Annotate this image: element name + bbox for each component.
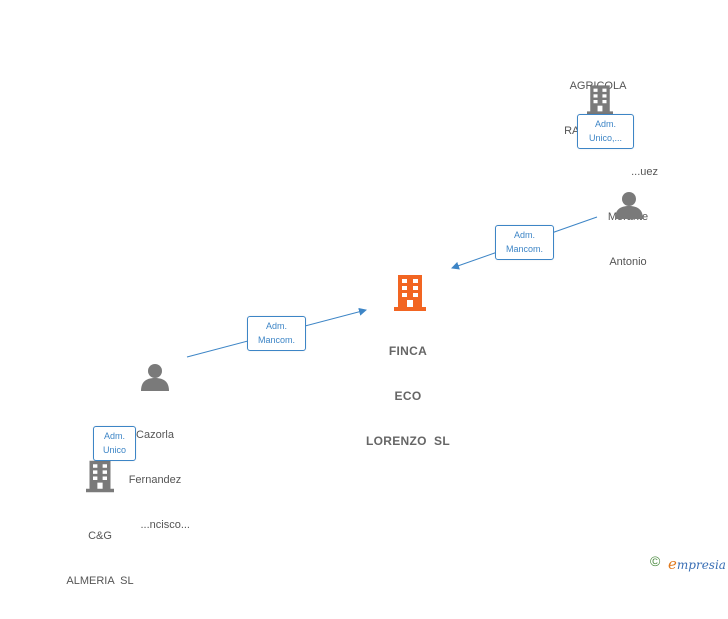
label-line: ...ncisco... — [140, 519, 190, 531]
building-icon — [587, 85, 613, 115]
label-line: ECO — [394, 389, 422, 403]
node-label: C&G ALMERIA SL — [50, 499, 150, 619]
badge-line: Unico,... — [588, 133, 622, 143]
label-line: LORENZO SL — [366, 434, 450, 448]
copyright-icon: © — [650, 553, 661, 569]
badge-line: Adm. — [103, 431, 125, 441]
label-line: ALMERIA SL — [66, 575, 134, 587]
badge-line: Adm. — [594, 119, 616, 129]
role-badge-adm-unico[interactable]: Adm. Unico,... — [577, 114, 634, 149]
brand-logo[interactable]: empresia — [668, 555, 726, 573]
label-line: ...uez — [631, 166, 658, 178]
badge-line: Adm. — [265, 321, 287, 331]
badge-line: Unico — [102, 445, 126, 455]
node-label: Cazorla Fernandez ...ncisco... — [110, 398, 200, 563]
brand-letter: e — [668, 555, 677, 573]
person-icon — [615, 192, 643, 219]
role-badge-adm-mancom[interactable]: Adm. Mancom. — [247, 316, 306, 351]
person-icon — [141, 364, 169, 391]
badge-line: Adm. — [513, 230, 535, 240]
label-line: FINCA — [388, 344, 428, 358]
role-badge-adm-unico[interactable]: Adm. Unico — [93, 426, 136, 461]
badge-line: Mancom. — [505, 244, 543, 254]
node-label: FINCA ECO LORENZO SL — [348, 314, 468, 479]
label-line: Antonio — [609, 256, 647, 268]
role-badge-adm-mancom[interactable]: Adm. Mancom. — [495, 225, 554, 260]
brand-text: mpresia — [676, 558, 726, 572]
label-line: C&G — [88, 530, 112, 542]
label-line: Cazorla — [136, 429, 174, 441]
label-line: Fernandez — [128, 474, 182, 486]
building-icon — [86, 460, 114, 493]
badge-line: Mancom. — [257, 335, 295, 345]
building-icon — [394, 275, 426, 311]
